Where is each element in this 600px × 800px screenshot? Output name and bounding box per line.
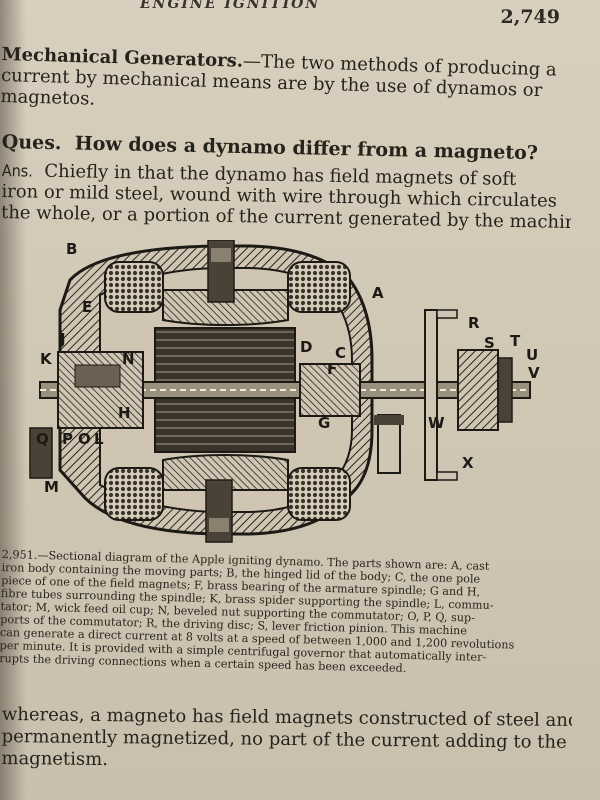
question-line: Ques. How does a dynamo differ from a ma… xyxy=(2,132,572,165)
running-head: ENGINE IGNITION xyxy=(140,0,321,12)
label-p: P xyxy=(62,430,73,448)
label-v: V xyxy=(528,364,540,382)
friction-pinion xyxy=(457,349,513,431)
paragraph-mechanical-generators: Mechanical Generators.—The two methods o… xyxy=(0,44,572,123)
diagram-labels: B A E C D F G H J K N Q P O L M R S T U … xyxy=(36,240,540,496)
pole-pieces xyxy=(162,289,289,491)
label-l: L xyxy=(94,430,104,448)
label-q: Q xyxy=(36,430,49,448)
label-d: D xyxy=(300,338,312,356)
page-number: 2,749 xyxy=(500,6,561,28)
label-s: S xyxy=(484,334,495,352)
label-k: K xyxy=(40,350,53,368)
label-b: B xyxy=(66,240,77,258)
question-text: How does a dynamo differ from a magneto? xyxy=(74,132,539,165)
figure-caption: 2,951.—Sectional diagram of the Apple ig… xyxy=(0,548,570,679)
label-m: M xyxy=(44,478,59,496)
label-j: J xyxy=(59,330,66,348)
commutator xyxy=(74,364,121,388)
label-r: R xyxy=(468,314,480,332)
answer: Ans. Chiefly in that the dynamo has fiel… xyxy=(1,160,572,233)
bearing-housing xyxy=(299,363,361,417)
label-f: F xyxy=(327,360,337,378)
label-h: H xyxy=(118,404,131,422)
question: Ques. How does a dynamo differ from a ma… xyxy=(2,132,572,165)
label-n: N xyxy=(122,350,135,368)
label-e: E xyxy=(82,298,92,316)
dynamo-sectional-diagram: B A E C D F G H J K N Q P O L M R S T U … xyxy=(29,240,540,543)
label-a: A xyxy=(372,284,384,302)
label-x: X xyxy=(462,454,474,472)
label-w: W xyxy=(428,414,445,432)
label-c: C xyxy=(335,344,346,362)
driving-disc xyxy=(424,309,458,481)
answer-label: Ans. xyxy=(1,160,34,181)
oil-cups xyxy=(29,414,404,479)
bolts xyxy=(205,240,235,543)
label-g: G xyxy=(318,414,330,432)
question-label: Ques. xyxy=(1,132,62,155)
paragraph-magneto: whereas, a magneto has field magnets con… xyxy=(1,704,572,776)
label-u: U xyxy=(526,346,538,364)
label-o: O xyxy=(78,430,91,448)
field-coils xyxy=(104,261,351,521)
label-t: T xyxy=(510,332,521,350)
